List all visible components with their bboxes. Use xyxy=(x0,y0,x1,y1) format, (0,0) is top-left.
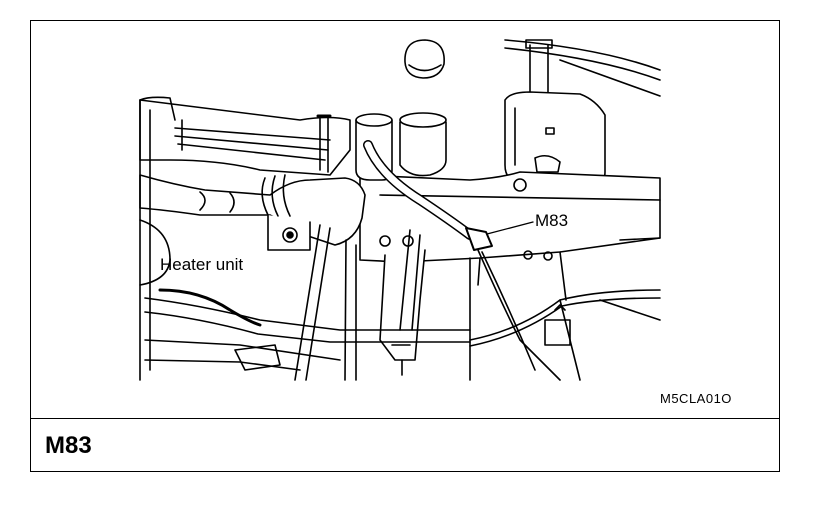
round-cap xyxy=(404,39,445,79)
connector-wire-2 xyxy=(481,251,536,371)
heater-hose xyxy=(139,174,366,246)
mounting-bracket xyxy=(504,91,606,183)
beam-bolt xyxy=(543,251,553,261)
lower-harness xyxy=(158,288,262,327)
lower-crossbar xyxy=(144,297,471,343)
frame-divider xyxy=(30,418,780,419)
left-housing-edge xyxy=(139,99,151,381)
pipe-left-end xyxy=(355,113,393,127)
hose-bracket-bolt xyxy=(282,227,298,243)
lower-right-fitting xyxy=(544,319,571,346)
connector-section-title: M83 xyxy=(45,432,92,459)
small-brace xyxy=(234,344,281,371)
heater-housing-top xyxy=(139,99,351,176)
vertical-strut xyxy=(399,229,421,331)
beam-bolt xyxy=(513,178,527,192)
figure-reference-code: M5CLA01O xyxy=(660,391,732,406)
hose-clamp xyxy=(261,174,291,217)
pipe-right xyxy=(399,121,447,177)
lower-beam xyxy=(144,339,341,371)
beam-bolt xyxy=(523,250,533,260)
connector-wire xyxy=(477,249,561,381)
long-rod-2 xyxy=(344,239,357,381)
m83-leader-line xyxy=(486,221,534,235)
hose-wrinkle xyxy=(199,191,235,213)
m83-callout-label: M83 xyxy=(535,211,569,230)
left-housing-curve xyxy=(139,219,171,286)
beam-edge-lines xyxy=(379,194,661,301)
pipe-right-end xyxy=(399,112,447,128)
m83-connector xyxy=(465,227,493,251)
round-cap-shadow xyxy=(408,64,442,72)
heater-housing-top-ends xyxy=(139,96,176,121)
bracket-slot xyxy=(545,127,555,135)
beam-bolt xyxy=(379,235,391,247)
sensor-rod xyxy=(319,117,329,173)
bottom-right-frame xyxy=(469,257,661,381)
heater-unit-label: Heater unit xyxy=(160,255,244,274)
figure-frame xyxy=(30,20,780,472)
bracket-inner xyxy=(514,107,561,173)
vertical-stay xyxy=(525,39,553,99)
heater-housing-ridges xyxy=(174,119,331,161)
long-rod xyxy=(294,224,331,381)
